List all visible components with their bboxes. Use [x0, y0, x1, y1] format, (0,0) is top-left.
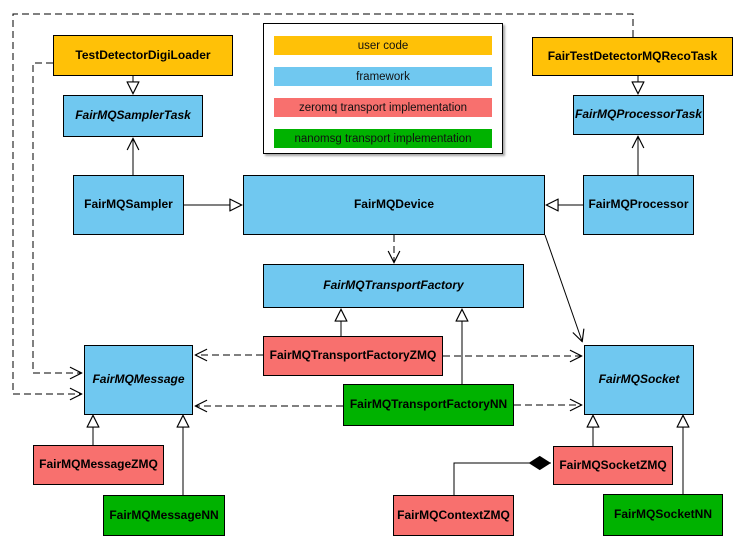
- class-box-fair-mq-processor: FairMQProcessor: [583, 175, 694, 235]
- class-box-fair-mq-message: FairMQMessage: [84, 345, 193, 415]
- edge-test-detector-digi-loader-to-fair-mq-message: [32, 62, 81, 373]
- class-box-fair-mq-processor-task: FairMQProcessorTask: [573, 95, 704, 135]
- class-box-fair-mq-message-zmq: FairMQMessageZMQ: [33, 445, 164, 485]
- class-box-fair-mq-transport-factory-nn: FairMQTransportFactoryNN: [343, 384, 514, 426]
- legend-item-user_code: user code: [274, 36, 492, 55]
- legend-item-framework: framework: [274, 67, 492, 86]
- class-box-fair-mq-transport-factory: FairMQTransportFactory: [263, 264, 524, 308]
- class-box-fair-test-detector-mq-reco-task: FairTestDetectorMQRecoTask: [532, 37, 733, 76]
- class-box-fair-mq-message-nn: FairMQMessageNN: [103, 495, 225, 536]
- legend-item-nanomsg: nanomsg transport implementation: [274, 129, 492, 148]
- class-box-fair-mq-sampler: FairMQSampler: [73, 175, 184, 235]
- class-box-fair-mq-socket-zmq: FairMQSocketZMQ: [553, 446, 673, 485]
- edge-fair-test-detector-mq-reco-task-to-fair-mq-message: [12, 13, 634, 394]
- legend-box: user code framework zeromq transport imple…: [263, 23, 503, 154]
- class-box-fair-mq-context-zmq: FairMQContextZMQ: [393, 495, 514, 536]
- class-box-fair-mq-socket-nn: FairMQSocketNN: [603, 494, 723, 536]
- edge-fair-mq-context-zmq-to-fair-mq-socket-zmq: [453, 455, 551, 495]
- legend-item-zeromq: zeromq transport implementation: [274, 98, 492, 117]
- edge-fair-mq-device-to-fair-mq-socket: [544, 234, 582, 341]
- class-box-test-detector-digi-loader: TestDetectorDigiLoader: [53, 35, 233, 76]
- class-box-fair-mq-transport-factory-zmq: FairMQTransportFactoryZMQ: [263, 336, 443, 376]
- class-box-fair-mq-sampler-task: FairMQSamplerTask: [63, 95, 203, 137]
- class-box-fair-mq-socket: FairMQSocket: [584, 345, 694, 415]
- class-box-fair-mq-device: FairMQDevice: [243, 175, 545, 235]
